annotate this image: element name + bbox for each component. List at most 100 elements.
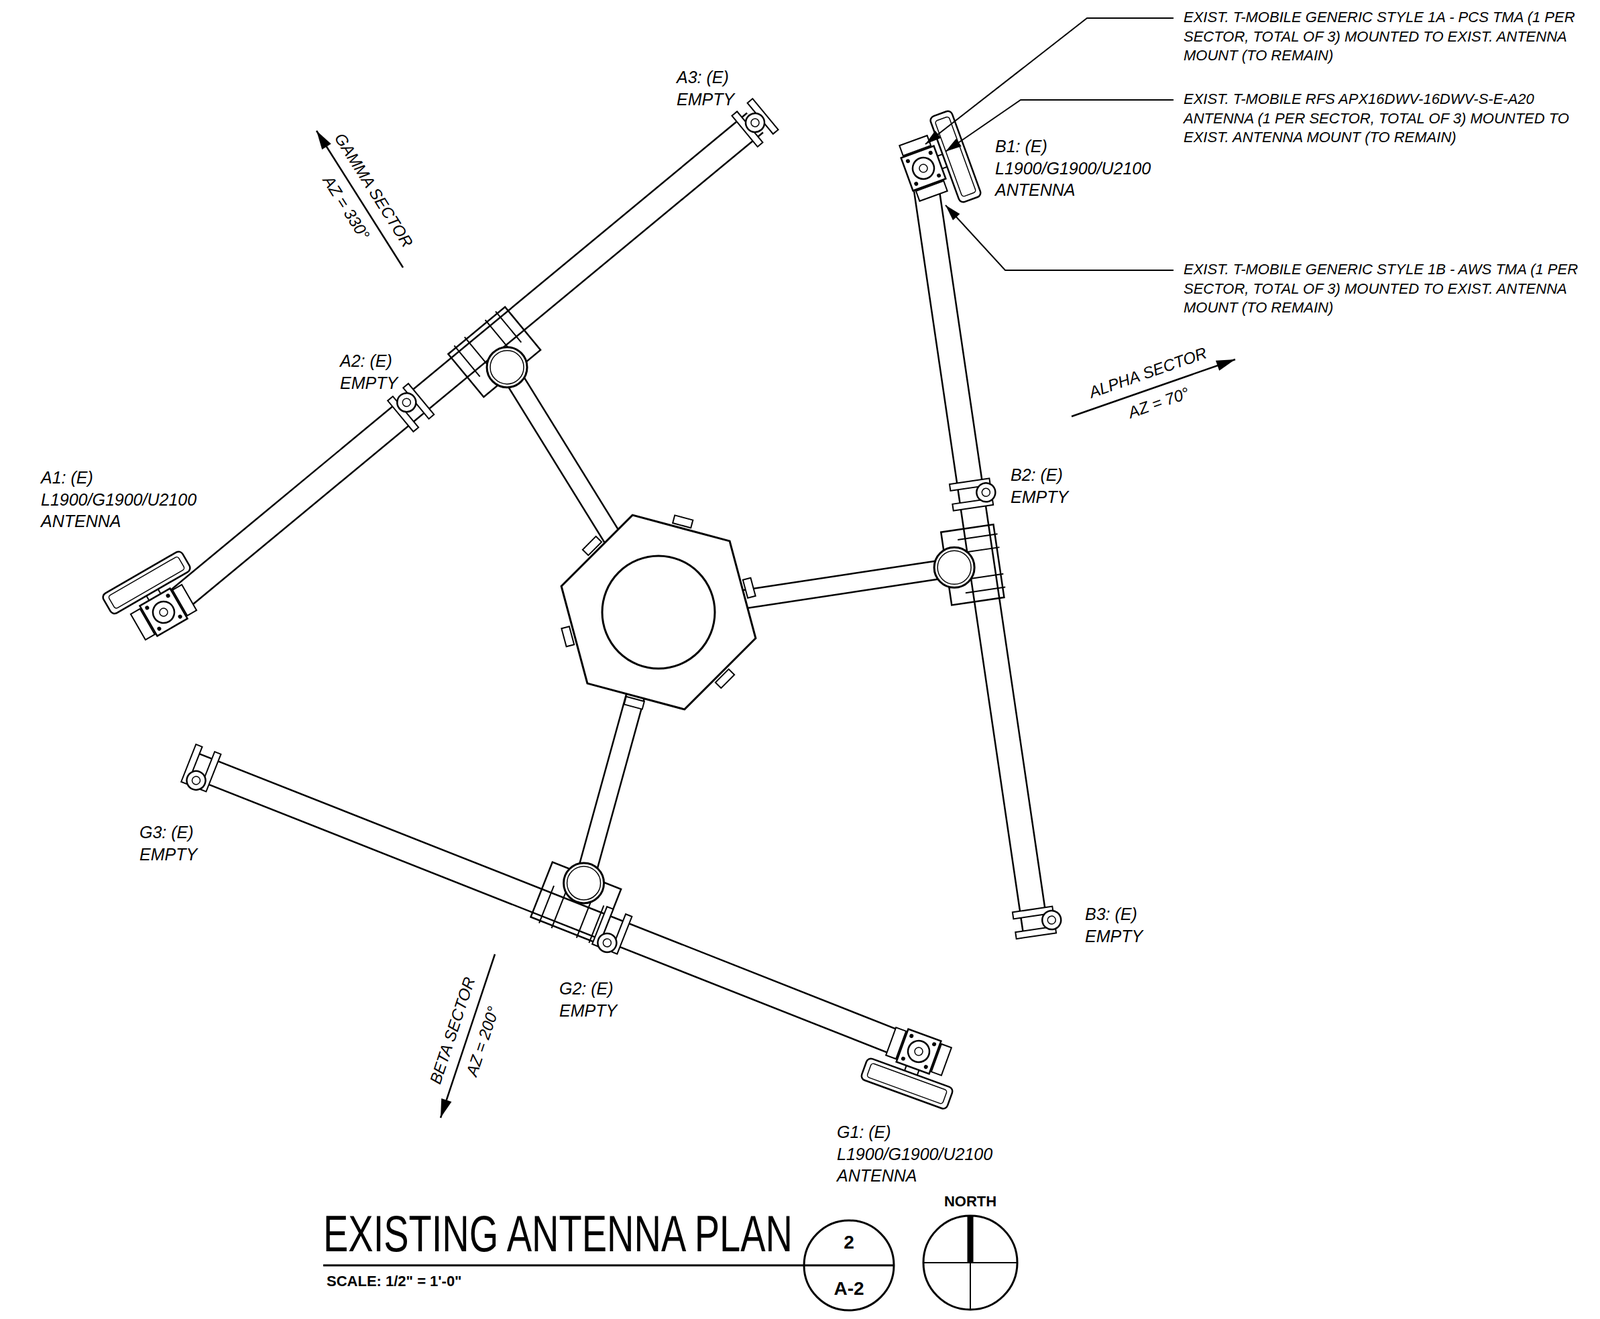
mount-bolt [144,604,150,611]
drawing-title: EXISTING ANTENNA PLAN [323,1208,793,1260]
tma-unit [931,1044,952,1076]
clamp-bolt [576,900,592,939]
mount-bolt [936,173,942,179]
sector-azimuth: AZ = 200° [463,1003,503,1079]
sector-azimuth: AZ = 70° [1125,384,1192,422]
antenna-position-label: G2: (E) EMPTY [559,977,634,1022]
mount-bolt [164,592,171,599]
mount-pipe-outline [193,765,919,1052]
mount-pipe-stub-inner [1046,915,1057,925]
mount-pipe-stub-inner [158,606,169,618]
mount-pipe-stub [1040,909,1063,931]
mount-pipe-stub [741,109,768,136]
title-underline [323,1264,804,1267]
mount-bolt [156,625,162,632]
leader-line [945,205,1174,271]
north-pointer [967,1215,974,1263]
mount-pipe-stub [393,388,420,416]
mount-pipe-stub [594,930,619,955]
clamp-bolt [539,885,554,924]
empty-mount [949,477,998,511]
mount-bolt [905,158,911,164]
panel-antenna [860,1019,968,1110]
hub-bolt [624,696,645,710]
mount-pipe-stub-inner [749,117,762,129]
mount-bolt [923,1064,929,1070]
antenna-position-label: B3: (E) EMPTY [1084,903,1159,947]
mount-bolt [900,1056,906,1062]
pipe-junction-inner [567,866,601,900]
pipe-junction-inner [490,350,524,385]
clamp-bolt [965,586,1006,593]
callout-note: EXIST. T-MOBILE RFS APX16DWV-16DWV-S-E-A… [1183,89,1596,148]
antenna-position-label: A2: (E) EMPTY [339,350,414,394]
hub-bolt [561,626,575,647]
clamp-bolt [957,533,998,540]
clamp-bolt [551,890,567,929]
sector-name: ALPHA SECTOR [1087,344,1210,402]
mount-pipe-stub [909,154,937,182]
antenna-position-label: G3: (E) EMPTY [139,821,214,866]
arrow-head [1215,359,1236,371]
clamp-bolt [495,311,522,342]
north-circle [923,1215,1018,1310]
tma-unit [885,1027,906,1059]
mount-pipe-stub [183,768,208,793]
mount-pipe-stub-inner [401,396,413,409]
mount-pipe-stub [148,597,179,627]
clamp-plate [446,305,541,397]
leader-line [945,99,1174,152]
hub-bolt [743,578,756,599]
pipe-junction-inner [937,550,971,585]
mount-pipes [163,122,1037,1052]
leader-line [925,18,1174,145]
mount-pipe-stub [975,481,997,503]
hub-plate [561,515,756,710]
antenna-position-label: B2: (E) EMPTY [1010,464,1085,508]
antenna-position-label: G1: (E) L1900/G1900/U2100 ANTENNA [836,1121,1005,1187]
empty-mount [180,744,222,794]
north-crosshair [969,1262,971,1310]
antenna-position-label: B1: (E) L1900/G1900/U2100 ANTENNA [995,135,1163,202]
sector-azimuth-line [316,130,404,268]
panel-antenna [101,549,212,650]
mount-pipe-stub-inner [191,775,202,786]
hub-bolt [582,536,602,556]
mount-bolt [177,613,183,619]
mount-pipe-stub-inner [918,162,929,174]
arrow-head [440,1098,452,1118]
tma-unit [916,181,948,202]
clamp-plate-outline [530,862,621,945]
mount-bolt [931,1041,937,1047]
mount-pipe-stub-inner [913,1046,924,1057]
hub-bolt [672,515,693,528]
callout-note: EXIST. T-MOBILE GENERIC STYLE 1A - PCS T… [1183,8,1596,66]
mount-hub [561,515,756,710]
arrow-head [945,205,960,220]
pipe-junction [934,547,975,588]
mount-pipe-fill [923,168,1037,935]
detail-number: 2 [802,1219,896,1266]
arrow-head [316,130,332,150]
empty-mount [1012,905,1063,939]
arrow-head [925,130,941,145]
mount-pipe-stub-inner [602,937,613,949]
detail-bubble: 2A-2 [802,1219,896,1312]
mount-pipe-stub-inner [981,487,992,497]
tma-unit [172,584,197,616]
mount-bolt [928,150,934,156]
pipe-junction [486,347,528,388]
pipe-junction [563,863,605,904]
detail-bubble-divider [803,1264,895,1267]
clamp-plate-outline [447,307,541,397]
mount-pipe-outline [923,168,1037,935]
empty-mount [731,98,778,147]
north-label: NORTH [944,1192,997,1212]
scale-note: SCALE: 1/2" = 1'-0" [326,1272,463,1292]
mount-pipe-fill [193,765,919,1052]
monopole [602,555,715,669]
arrow-head [945,138,962,152]
antenna-position-label: A3: (E) EMPTY [676,66,751,110]
